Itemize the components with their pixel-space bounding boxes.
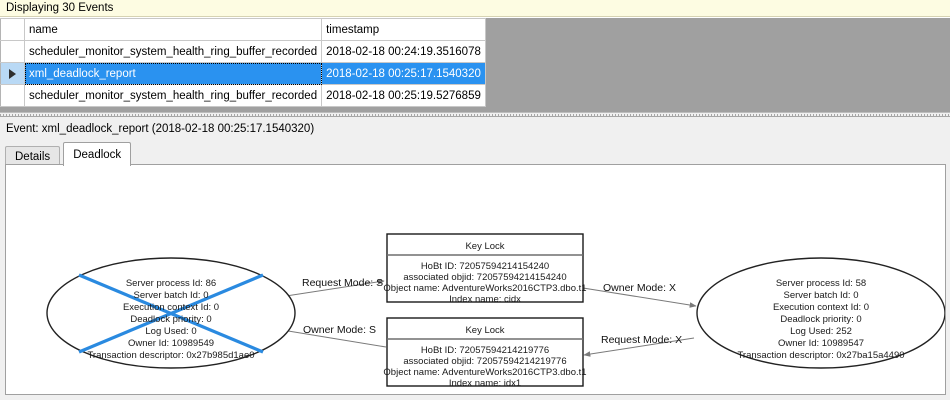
resource-line: associated objid: 72057594214219776	[403, 356, 566, 367]
process-line: Server process Id: 58	[776, 278, 866, 289]
cell-timestamp[interactable]: 2018-02-18 00:25:19.5276859	[321, 84, 487, 107]
deadlock-graph-canvas[interactable]: Request Mode: S Owner Mode: X Owner Mode…	[5, 164, 946, 395]
events-panel: Displaying 30 Events name timestamp	[0, 0, 950, 118]
edge-label: Owner Mode: S	[303, 324, 376, 336]
table-row[interactable]: scheduler_monitor_system_health_ring_buf…	[0, 40, 487, 63]
column-header-selector[interactable]	[0, 18, 25, 41]
process-ellipse	[696, 257, 945, 369]
edge-label: Owner Mode: X	[603, 282, 676, 294]
events-status-bar: Displaying 30 Events	[0, 0, 950, 17]
process-line: Server process Id: 86	[126, 278, 216, 289]
column-header-timestamp[interactable]: timestamp	[321, 18, 487, 41]
column-header-name[interactable]: name	[24, 18, 323, 41]
event-title: Event: xml_deadlock_report (2018-02-18 0…	[6, 123, 315, 135]
events-grid[interactable]: name timestamp scheduler_monitor_system_…	[0, 18, 487, 107]
resource-line: HoBt ID: 72057594214154240	[421, 261, 549, 272]
resource-node-top[interactable]: Key Lock HoBt ID: 72057594214154240 asso…	[383, 233, 587, 305]
process-line: Log Used: 0	[145, 326, 196, 337]
victim-cross-icon	[78, 273, 264, 354]
process-line: Owner Id: 10989547	[778, 338, 864, 349]
resource-title: Key Lock	[465, 325, 504, 336]
process-line: Deadlock priority: 0	[130, 314, 211, 325]
resource-line: Index name: cidx	[449, 294, 521, 305]
horizontal-splitter[interactable]	[0, 112, 950, 118]
cell-timestamp[interactable]: 2018-02-18 00:24:19.3516078	[321, 40, 487, 63]
cell-name[interactable]: xml_deadlock_report	[24, 62, 323, 85]
table-row[interactable]: xml_deadlock_report 2018-02-18 00:25:17.…	[0, 62, 487, 85]
process-line: Execution context Id: 0	[773, 302, 869, 313]
edge-label: Request Mode: S	[302, 277, 383, 289]
edge-right-request: Request Mode: X	[583, 334, 695, 357]
resource-line: Object name: AdventureWorks2016CTP3.dbo.…	[383, 367, 586, 378]
resource-node-bottom[interactable]: Key Lock HoBt ID: 72057594214219776 asso…	[383, 317, 587, 389]
resource-box	[386, 317, 584, 387]
cell-name[interactable]: scheduler_monitor_system_health_ring_buf…	[24, 40, 323, 63]
process-line: Deadlock priority: 0	[780, 314, 861, 325]
process-node-right[interactable]: Server process Id: 58 Server batch Id: 0…	[696, 257, 945, 369]
resource-box	[386, 233, 584, 303]
process-node-left[interactable]: Server process Id: 86 Server batch Id: 0…	[46, 257, 296, 369]
process-line: Owner Id: 10989549	[128, 338, 214, 349]
edge-line	[275, 327, 387, 348]
detail-tabstrip: Details Deadlock	[5, 142, 132, 166]
edge-line	[582, 287, 697, 308]
row-selector-cell[interactable]	[0, 84, 25, 107]
tab-details[interactable]: Details	[5, 146, 61, 166]
process-line: Log Used: 252	[790, 326, 852, 337]
process-line: Execution context Id: 0	[123, 302, 219, 313]
row-selector-cell[interactable]	[0, 62, 25, 85]
row-selector-cell[interactable]	[0, 40, 25, 63]
process-line: Transaction descriptor: 0x27b985d1ae0	[87, 350, 254, 361]
events-grid-background: name timestamp scheduler_monitor_system_…	[0, 18, 950, 112]
process-line: Server batch Id: 0	[784, 290, 859, 301]
tab-deadlock[interactable]: Deadlock	[63, 142, 132, 166]
table-row[interactable]: scheduler_monitor_system_health_ring_buf…	[0, 84, 487, 107]
edge-label: Request Mode: X	[601, 334, 682, 346]
process-line: Server batch Id: 0	[134, 290, 209, 301]
resource-line: Index name: idx1	[449, 378, 521, 389]
edge-line	[583, 337, 695, 357]
cell-name[interactable]: scheduler_monitor_system_health_ring_buf…	[24, 84, 323, 107]
edge-left-request: Request Mode: S	[272, 277, 385, 299]
edge-bottom-owner: Owner Mode: S	[275, 324, 387, 348]
event-detail-pane: Event: xml_deadlock_report (2018-02-18 0…	[0, 118, 950, 400]
resource-line: Object name: AdventureWorks2016CTP3.dbo.…	[383, 283, 586, 294]
edge-line	[272, 279, 385, 299]
cell-timestamp[interactable]: 2018-02-18 00:25:17.1540320	[321, 62, 487, 85]
edge-top-owner: Owner Mode: X	[582, 282, 697, 308]
resource-line: HoBt ID: 72057594214219776	[421, 345, 549, 356]
current-row-arrow-icon	[9, 69, 16, 79]
resource-line: associated objid: 72057594214154240	[403, 272, 566, 283]
deadlock-graph: Request Mode: S Owner Mode: X Owner Mode…	[46, 233, 945, 389]
resource-title: Key Lock	[465, 241, 504, 252]
process-line: Transaction descriptor: 0x27ba15a4490	[737, 350, 904, 361]
grid-header-row: name timestamp	[0, 18, 487, 41]
